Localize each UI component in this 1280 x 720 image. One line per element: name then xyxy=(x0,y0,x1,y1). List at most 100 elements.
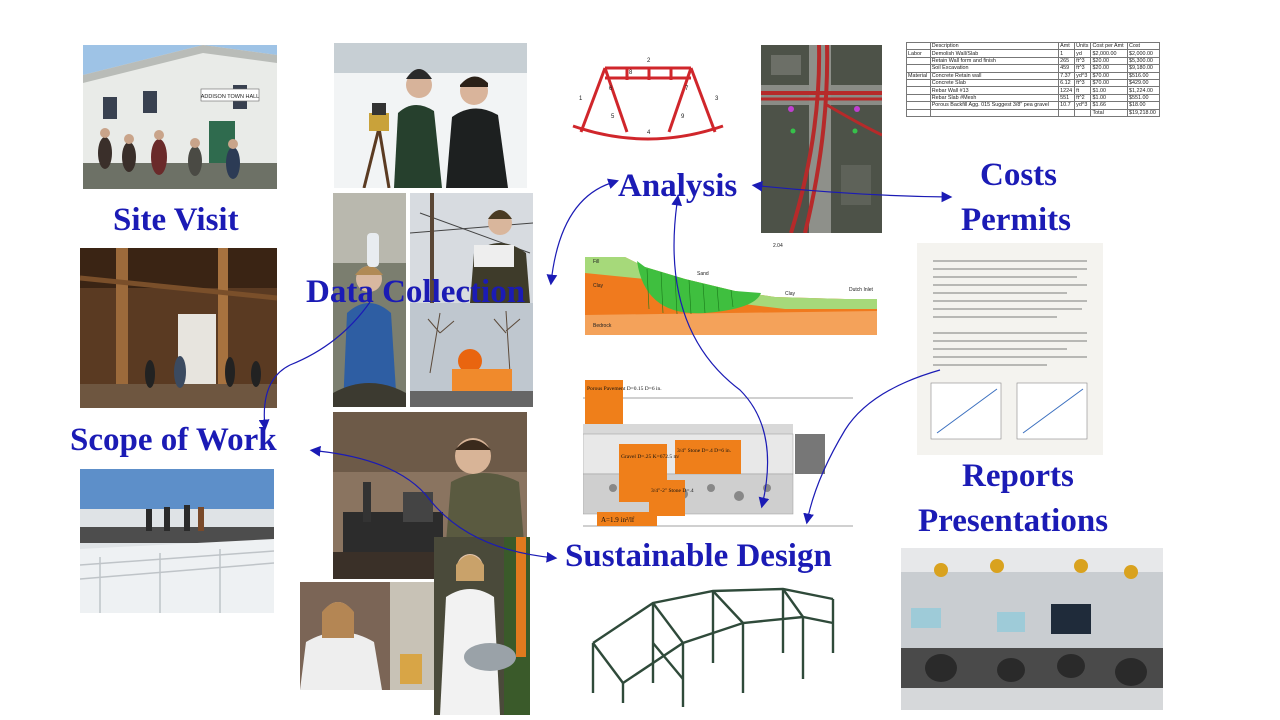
slope-label-clay: Clay xyxy=(593,283,604,289)
slope-label-sand: Sand xyxy=(697,271,709,277)
cost-table-header: Cost per Amt xyxy=(1090,41,1128,51)
table-cell: $1.00 xyxy=(1090,86,1128,95)
truss-member-8: 8 xyxy=(629,70,633,76)
table-cell: Retain Wall form and finish xyxy=(929,56,1060,66)
table-cell xyxy=(906,101,931,110)
table-cell: 265 xyxy=(1058,56,1076,66)
label-reports: Reports xyxy=(962,458,1074,494)
table-cell: Concrete Retain wall xyxy=(929,71,1060,80)
lab-student-photo-2 xyxy=(434,537,530,715)
table-cell: 551 xyxy=(1058,93,1076,103)
table-cell xyxy=(906,78,931,88)
table-cell: Total xyxy=(1090,108,1128,117)
table-row: Total$19,218.00 xyxy=(906,108,1161,117)
pavement-box-stone: 3/4" Stone D=.4 D=6 in. xyxy=(677,448,732,454)
table-cell: ft^3 xyxy=(1074,64,1092,73)
label-costs: Costs xyxy=(980,157,1058,193)
slope-label-fill: Fill xyxy=(593,259,599,265)
cost-table-header xyxy=(906,41,931,51)
truss-member-4: 4 xyxy=(647,130,651,136)
cost-table-header-row: Description Amt Units Cost per Amt Cost xyxy=(906,41,1161,51)
lab-student-photo-1 xyxy=(300,582,434,690)
table-cell xyxy=(906,56,931,66)
table-cell xyxy=(906,86,931,95)
table-cell: yd xyxy=(1074,49,1092,58)
table-cell: yd^3 xyxy=(1074,71,1092,80)
slope-label-bedrock: Bedrock xyxy=(593,323,612,329)
table-cell xyxy=(1074,108,1092,117)
table-cell: Concrete Slab xyxy=(929,78,1060,88)
truss-diagram: 2 1 3 4 5 6 7 8 9 xyxy=(567,50,729,148)
field-survey-photo xyxy=(410,193,533,407)
table-cell: ft^2 xyxy=(1074,93,1092,103)
table-cell: $1.00 xyxy=(1090,93,1128,103)
table-cell: $2,000.00 xyxy=(1126,49,1161,58)
cost-table-header: Description xyxy=(929,41,1060,51)
table-cell: 10.7 xyxy=(1058,101,1076,110)
truss-member-3: 3 xyxy=(715,96,719,102)
table-cell: $5,300.00 xyxy=(1126,56,1161,66)
table-cell: Labor xyxy=(906,49,931,58)
cost-table-header: Units xyxy=(1074,41,1092,51)
cost-table-header: Cost xyxy=(1126,41,1161,51)
table-cell: $20.00 xyxy=(1090,56,1128,66)
table-cell: ft^3 xyxy=(1074,78,1092,88)
table-cell xyxy=(1058,108,1076,117)
slope-factor-of-safety: 2.04 xyxy=(773,243,783,249)
table-cell: Demolish Wall/Slab xyxy=(929,49,1060,58)
table-cell: ft xyxy=(1074,86,1092,95)
table-row: Porous Backfill Agg. 015 Suggest 3/8" pe… xyxy=(906,101,1161,110)
truss-member-1: 1 xyxy=(579,96,583,102)
table-cell: $20.00 xyxy=(1090,64,1128,73)
table-cell: 7.37 xyxy=(1058,71,1076,80)
table-cell: ft^3 xyxy=(1074,56,1092,66)
cost-estimate-table: Description Amt Units Cost per Amt Cost … xyxy=(906,41,1161,150)
truss-member-9: 9 xyxy=(681,114,685,120)
barn-interior-photo xyxy=(80,248,277,408)
truss-member-5: 5 xyxy=(611,114,615,120)
table-cell: $70.00 xyxy=(1090,71,1128,80)
steel-frame-model xyxy=(583,583,843,711)
table-cell: $18.00 xyxy=(1126,101,1161,110)
table-cell: Material xyxy=(906,71,931,80)
report-document-photo xyxy=(917,243,1103,455)
pavement-box-stone-2: 3/4"-2" Stone D=.4 xyxy=(651,488,694,494)
label-scope-of-work: Scope of Work xyxy=(70,422,277,458)
truss-member-2: 2 xyxy=(647,58,651,64)
pavement-box-gravel: Gravel D=.25 K=672.5 m/ xyxy=(621,454,680,460)
label-presentations: Presentations xyxy=(918,503,1109,539)
label-analysis: Analysis xyxy=(618,168,738,204)
table-cell: Porous Backfill Agg. 015 Suggest 3/8" pe… xyxy=(929,101,1060,110)
table-cell: $1,224.00 xyxy=(1126,86,1161,95)
porous-pavement-section: Porous Pavement D=0.15 D=6 in. 3/4" Ston… xyxy=(583,378,853,530)
slope-label-dutch-inlet: Dutch Inlet xyxy=(849,287,874,293)
label-sustainable-design: Sustainable Design xyxy=(565,538,832,574)
town-hall-sign: ADDISON TOWN HALL xyxy=(201,94,259,100)
presentation-classroom-photo xyxy=(901,548,1163,710)
label-data-collection: Data Collection xyxy=(306,274,526,310)
label-site-visit: Site Visit xyxy=(113,202,239,238)
table-cell: $9,180.00 xyxy=(1126,64,1161,73)
table-cell: $2,000.00 xyxy=(1090,49,1128,58)
slope-stability-diagram: Fill Clay Sand Clay Bedrock Dutch Inlet … xyxy=(585,239,877,335)
table-cell: 459 xyxy=(1058,64,1076,73)
table-cell xyxy=(906,108,931,117)
site-visit-photo: ADDISON TOWN HALL xyxy=(83,45,277,189)
table-cell: 6.12 xyxy=(1058,78,1076,88)
table-cell: 1 xyxy=(1058,49,1076,58)
treatment-plant-photo xyxy=(80,469,274,613)
table-cell: $516.00 xyxy=(1126,71,1161,80)
table-cell: Rebar Slab #Mesh xyxy=(929,93,1060,103)
table-cell: $19,218.00 xyxy=(1126,108,1161,117)
table-cell xyxy=(906,93,931,103)
table-cell: $1.66 xyxy=(1090,101,1128,110)
table-cell xyxy=(929,108,1060,117)
truss-member-labels: 2 1 3 4 5 6 7 8 9 xyxy=(579,58,719,136)
